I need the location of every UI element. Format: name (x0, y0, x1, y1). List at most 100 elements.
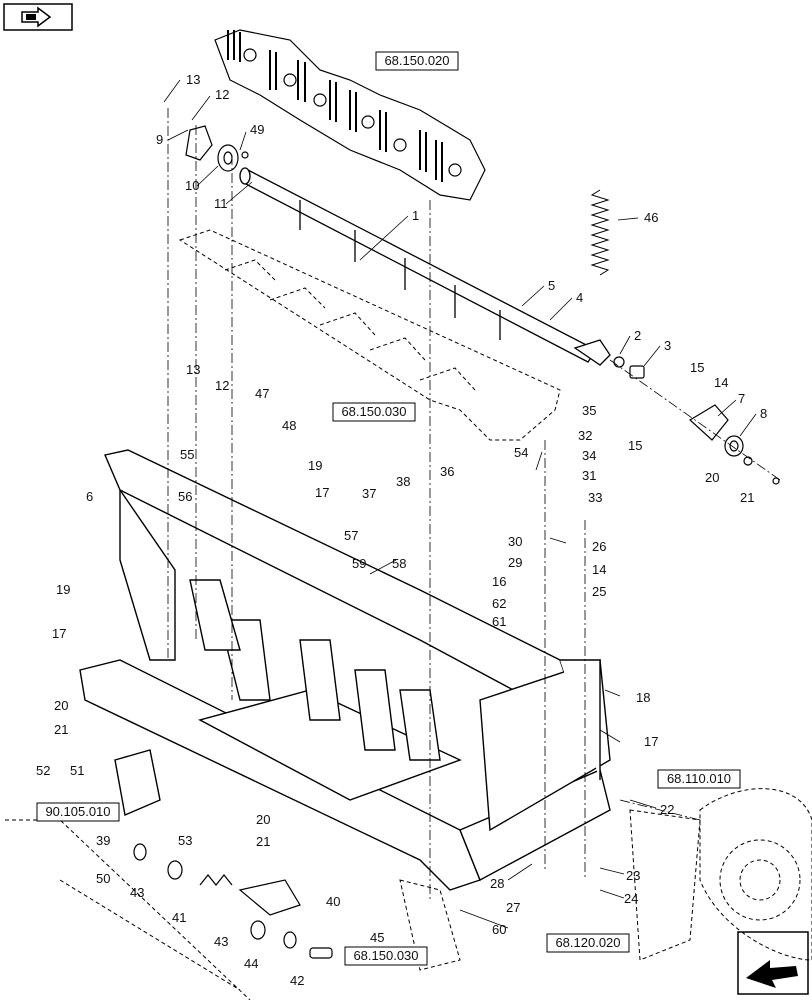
callout-number: 58 (392, 556, 406, 571)
callout-number: 20 (705, 470, 719, 485)
callout-number: 34 (582, 448, 596, 463)
reference-label: 68.110.010 (667, 771, 731, 786)
callout-number: 53 (178, 833, 192, 848)
callout-number: 37 (362, 486, 376, 501)
callout-number: 54 (514, 445, 528, 460)
lower-parts (133, 843, 333, 959)
spring-46 (590, 189, 610, 276)
previous-page-arrow-icon (21, 6, 52, 28)
callout-number: 51 (70, 763, 84, 778)
callout-number: 26 (592, 539, 606, 554)
callout-number: 20 (54, 698, 68, 713)
callout-number: 43 (130, 885, 144, 900)
callout-number: 15 (690, 360, 704, 375)
leader-lines (163, 79, 757, 929)
callout-number: 62 (492, 596, 506, 611)
bearing-parts (185, 125, 249, 172)
callout-number: 17 (52, 626, 66, 641)
callout-number: 8 (760, 406, 767, 421)
right-hardware (613, 356, 780, 485)
callout-number: 36 (440, 464, 454, 479)
callout-number: 6 (86, 489, 93, 504)
callout-number: 44 (244, 956, 258, 971)
callout-number: 27 (506, 900, 520, 915)
callout-number: 14 (592, 562, 606, 577)
callout-labels: 13 12 9 10 49 11 1 46 5 4 2 3 15 14 7 8 … (36, 72, 767, 988)
callout-number: 59 (352, 556, 366, 571)
callout-number: 45 (370, 930, 384, 945)
callout-number: 30 (508, 534, 522, 549)
callout-number: 21 (54, 722, 68, 737)
main-frame (79, 449, 611, 891)
reference-box-68-150-030-lower[interactable]: 68.150.030 (344, 946, 428, 966)
callout-number: 5 (548, 278, 555, 293)
callout-number: 32 (578, 428, 592, 443)
callout-number: 4 (576, 290, 583, 305)
callout-number: 15 (628, 438, 642, 453)
callout-number: 19 (308, 458, 322, 473)
sprocket-assembly (214, 29, 486, 201)
callout-number: 31 (582, 468, 596, 483)
callout-number: 41 (172, 910, 186, 925)
callout-number: 17 (315, 485, 329, 500)
callout-number: 43 (214, 934, 228, 949)
auger-phantom (178, 229, 561, 441)
callout-number: 42 (290, 973, 304, 988)
callout-number: 13 (186, 72, 200, 87)
callout-number: 16 (492, 574, 506, 589)
callout-number: 18 (636, 690, 650, 705)
previous-page-button[interactable] (3, 3, 73, 31)
callout-number: 38 (396, 474, 410, 489)
callout-number: 47 (255, 386, 269, 401)
callout-number: 50 (96, 871, 110, 886)
callout-number: 12 (215, 378, 229, 393)
reference-box-68-150-020[interactable]: 68.150.020 (375, 51, 459, 71)
callout-number: 21 (740, 490, 754, 505)
callout-number: 49 (250, 122, 264, 137)
callout-number: 19 (56, 582, 70, 597)
callout-number: 56 (178, 489, 192, 504)
callout-number: 25 (592, 584, 606, 599)
callout-number: 35 (582, 403, 596, 418)
callout-number: 12 (215, 87, 229, 102)
reference-box-68-120-020[interactable]: 68.120.020 (546, 933, 630, 953)
gearbox-phantom (5, 788, 812, 1000)
callout-number: 11 (214, 196, 228, 211)
callout-number: 52 (36, 763, 50, 778)
callout-number: 17 (644, 734, 658, 749)
callout-number: 10 (185, 178, 199, 193)
callout-number: 3 (664, 338, 671, 353)
callout-number: 40 (326, 894, 340, 909)
callout-number: 33 (588, 490, 602, 505)
reference-label: 90.105.010 (45, 804, 110, 819)
reference-box-90-105-010[interactable]: 90.105.010 (36, 802, 120, 822)
callout-number: 21 (256, 834, 270, 849)
reference-box-68-150-030-upper[interactable]: 68.150.030 (332, 402, 416, 422)
reference-label: 68.120.020 (555, 935, 620, 950)
callout-number: 13 (186, 362, 200, 377)
callout-number: 61 (492, 614, 506, 629)
center-lines (167, 108, 781, 900)
callout-number: 20 (256, 812, 270, 827)
reference-label: 68.150.030 (353, 948, 418, 963)
callout-number: 28 (490, 876, 504, 891)
callout-number: 55 (180, 447, 194, 462)
callout-number: 60 (492, 922, 506, 937)
callout-number: 57 (344, 528, 358, 543)
callout-number: 46 (644, 210, 658, 225)
callout-number: 39 (96, 833, 110, 848)
next-page-button[interactable] (737, 931, 809, 995)
callout-number: 24 (624, 891, 638, 906)
callout-number: 14 (714, 375, 728, 390)
callout-number: 23 (626, 868, 640, 883)
reference-box-68-110-010[interactable]: 68.110.010 (657, 769, 741, 789)
reference-label: 68.150.030 (341, 404, 406, 419)
callout-number: 48 (282, 418, 296, 433)
callout-number: 1 (412, 208, 419, 223)
callout-number: 22 (660, 802, 674, 817)
callout-number: 2 (634, 328, 641, 343)
callout-number: 29 (508, 555, 522, 570)
next-page-arrow-icon (746, 957, 798, 988)
callout-number: 9 (156, 132, 163, 147)
